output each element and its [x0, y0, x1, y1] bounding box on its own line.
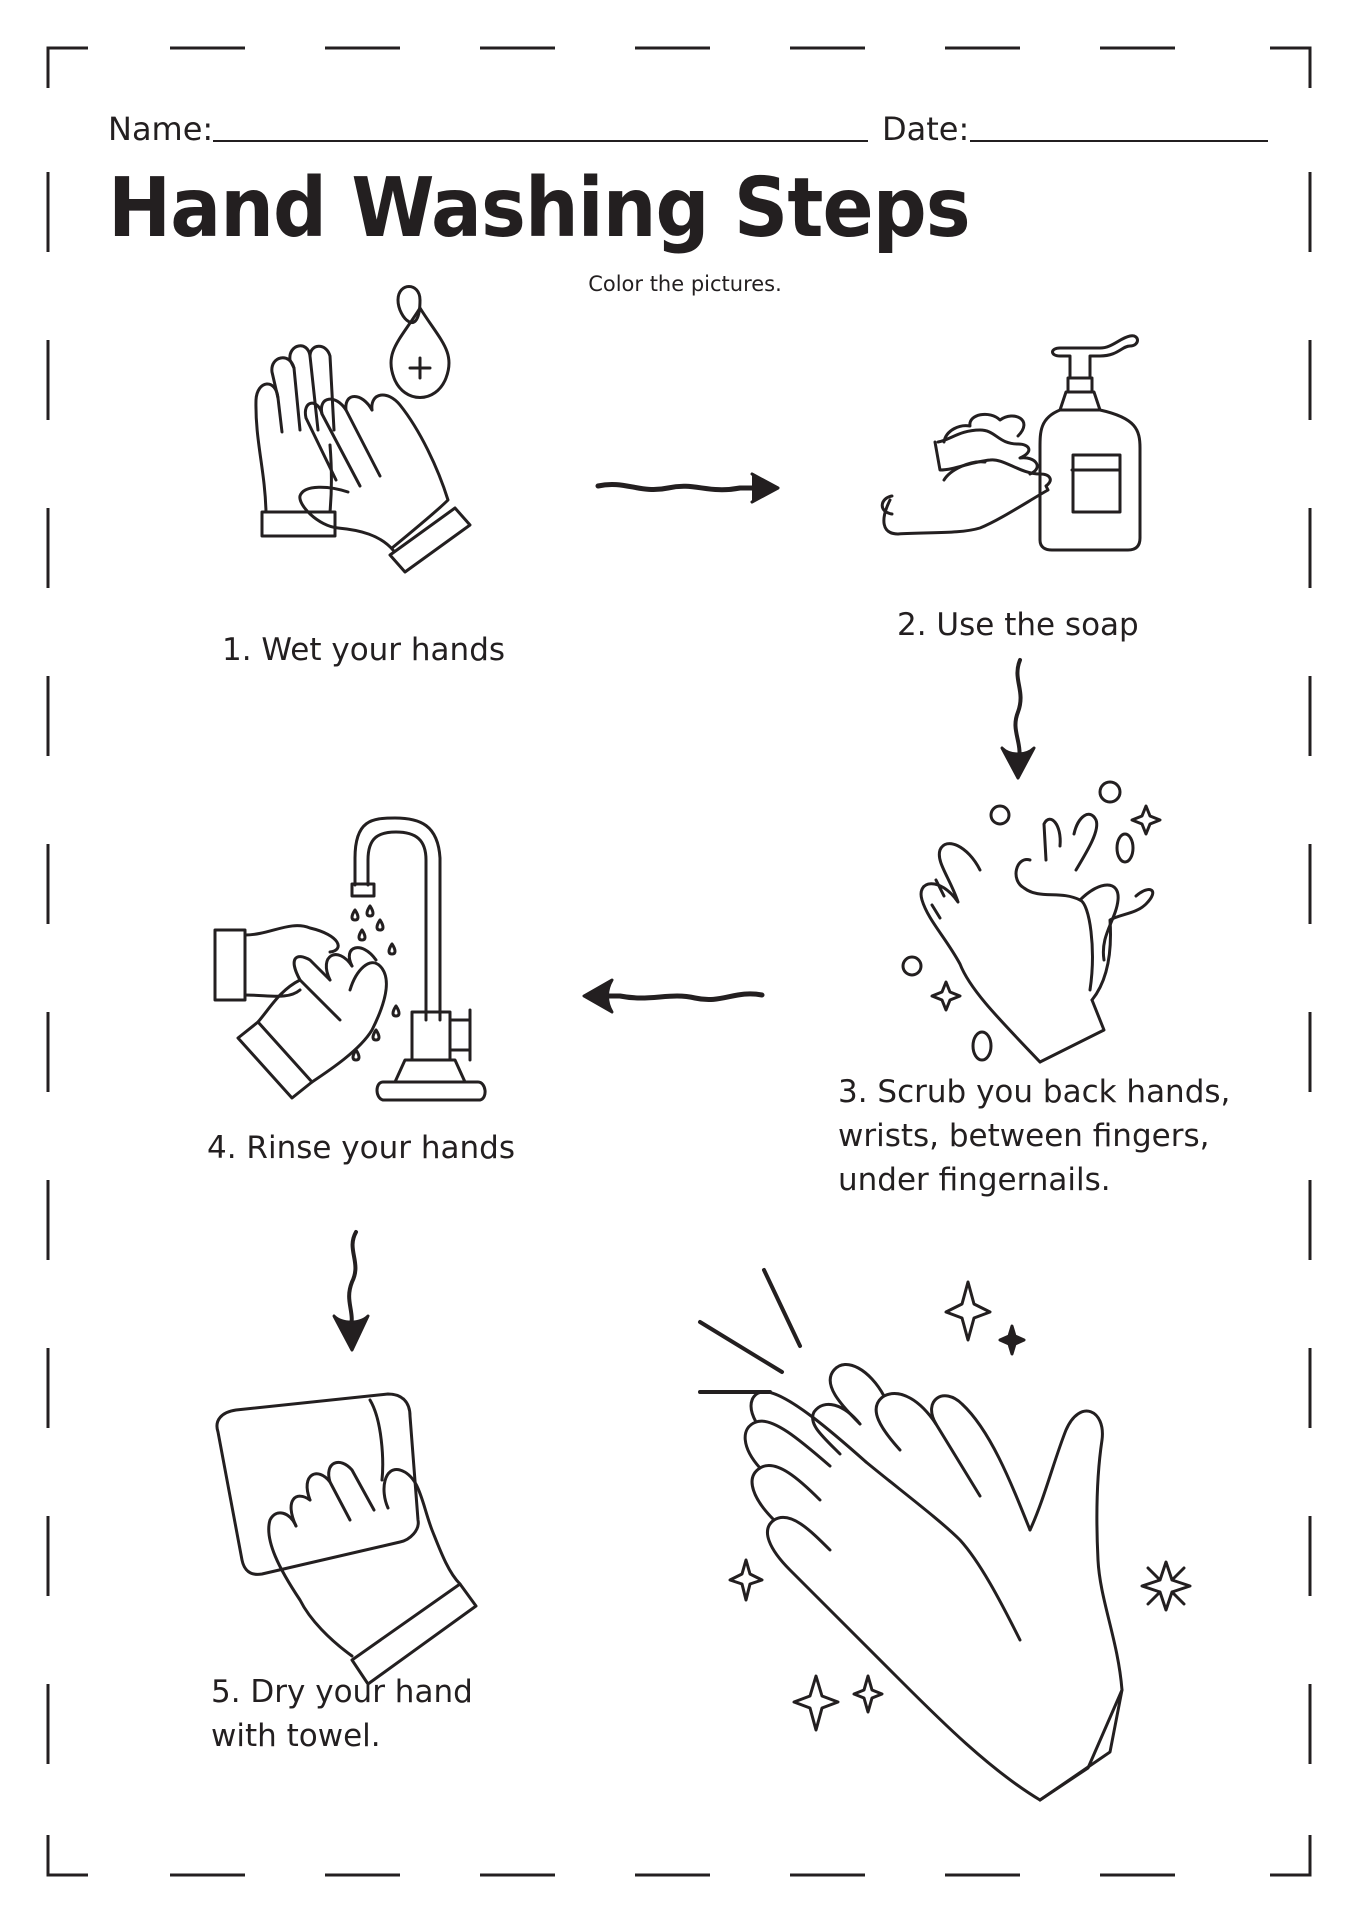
step-3-label-line: under fingernails.: [838, 1162, 1111, 1198]
step-3-label-line: wrists, between fingers,: [838, 1118, 1210, 1154]
soap-dispenser-icon: [882, 336, 1140, 550]
step-5-label: 5. Dry your hand with towel.: [211, 1670, 473, 1758]
name-field[interactable]: [213, 140, 868, 142]
wet-hands-icon: [256, 287, 470, 573]
step-5-label-line: with towel.: [211, 1718, 381, 1754]
date-field[interactable]: [970, 140, 1268, 142]
wavy-arrow-left-icon: [584, 980, 762, 1012]
page-subtitle: Color the pictures.: [588, 272, 782, 296]
step-4-label: 4. Rinse your hands: [207, 1130, 515, 1166]
step-3-label-line: 3. Scrub you back hands,: [838, 1074, 1231, 1110]
faucet-rinse-icon: [215, 818, 485, 1100]
wavy-arrow-down-2-icon: [334, 1232, 368, 1350]
scrubbing-hands-icon: [903, 782, 1160, 1062]
step-2-label: 2. Use the soap: [897, 607, 1139, 643]
page-title: Hand Washing Steps: [108, 161, 971, 256]
step-3-label: 3. Scrub you back hands, wrists, between…: [838, 1070, 1230, 1202]
step-1-label: 1. Wet your hands: [222, 632, 506, 668]
name-label: Name:: [108, 110, 214, 148]
towel-dry-icon: [217, 1394, 476, 1684]
clean-hands-sparkle-icon: [700, 1270, 1190, 1800]
step-5-label-line: 5. Dry your hand: [211, 1674, 473, 1710]
wavy-arrow-down-icon: [1002, 660, 1034, 778]
date-label: Date:: [882, 110, 970, 148]
wavy-arrow-icon: [598, 474, 778, 502]
